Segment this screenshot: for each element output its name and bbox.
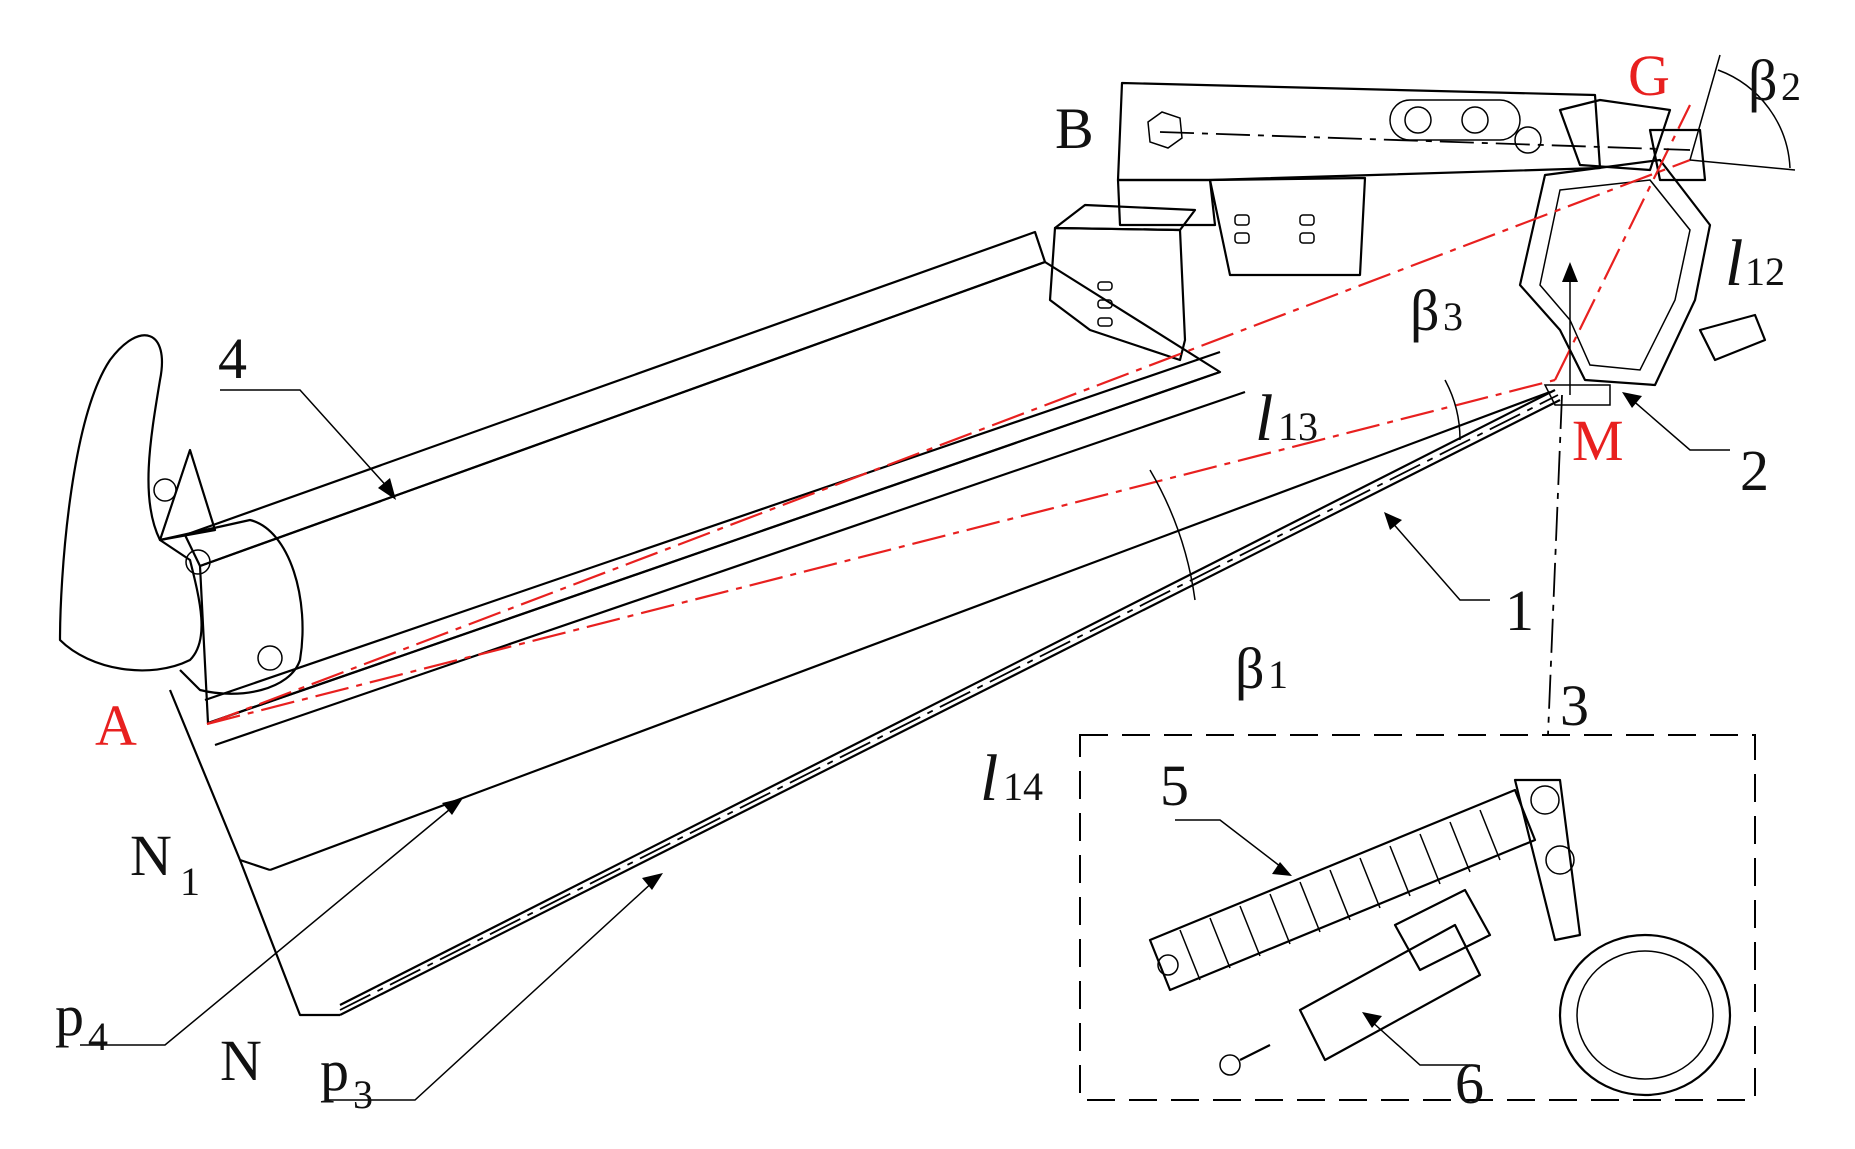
label-force-p4-sub: 4 bbox=[88, 1014, 108, 1059]
label-point-n: N bbox=[220, 1028, 262, 1093]
label-length-l14: l bbox=[980, 742, 998, 815]
spring-part-5 bbox=[1148, 788, 1537, 992]
label-point-m: M bbox=[1572, 408, 1624, 473]
mount-bracket bbox=[1048, 203, 1197, 362]
label-point-n1-sub: 1 bbox=[180, 859, 200, 904]
label-point-a: A bbox=[95, 693, 137, 758]
label-angle-beta3-sub: 3 bbox=[1443, 294, 1463, 339]
beam-part-4 bbox=[183, 230, 1246, 747]
joint-frame-part-2 bbox=[1518, 158, 1767, 406]
label-angle-beta3: β bbox=[1410, 278, 1440, 343]
label-length-l13-sub: 13 bbox=[1278, 404, 1318, 449]
label-force-p3: p bbox=[320, 1038, 349, 1103]
label-part-2: 2 bbox=[1740, 438, 1769, 503]
label-part-4: 4 bbox=[218, 326, 247, 391]
labels: A B G M N N 1 1 2 3 4 5 6 l 12 l 13 l 14… bbox=[55, 43, 1801, 1117]
leaders bbox=[80, 389, 1730, 1101]
label-point-b: B bbox=[1055, 96, 1094, 161]
label-point-n1: N bbox=[130, 823, 172, 888]
inset-detail-box bbox=[1079, 734, 1756, 1101]
label-angle-beta1: β bbox=[1235, 636, 1265, 701]
label-angle-beta1-sub: 1 bbox=[1268, 652, 1288, 697]
lower-links bbox=[168, 389, 1561, 1017]
reference-lines bbox=[206, 104, 1691, 736]
label-part-1: 1 bbox=[1505, 578, 1534, 643]
label-length-l13: l bbox=[1255, 382, 1273, 455]
label-force-p4: p bbox=[55, 983, 84, 1048]
top-arm bbox=[1116, 81, 1707, 277]
label-part-6: 6 bbox=[1455, 1051, 1484, 1116]
label-part-5: 5 bbox=[1160, 753, 1189, 818]
handle-assembly bbox=[58, 334, 304, 695]
label-angle-beta2: β bbox=[1748, 48, 1778, 113]
mount-ring bbox=[1513, 778, 1732, 1097]
label-length-l12-sub: 12 bbox=[1745, 249, 1785, 294]
label-part-3: 3 bbox=[1560, 673, 1589, 738]
label-force-p3-sub: 3 bbox=[353, 1072, 373, 1117]
label-length-l14-sub: 14 bbox=[1003, 764, 1043, 809]
label-length-l12: l bbox=[1725, 227, 1743, 300]
label-point-g: G bbox=[1628, 43, 1670, 108]
damper-part-6 bbox=[1219, 888, 1492, 1076]
label-angle-beta2-sub: 2 bbox=[1781, 64, 1801, 109]
angle-marks bbox=[1149, 54, 1796, 601]
